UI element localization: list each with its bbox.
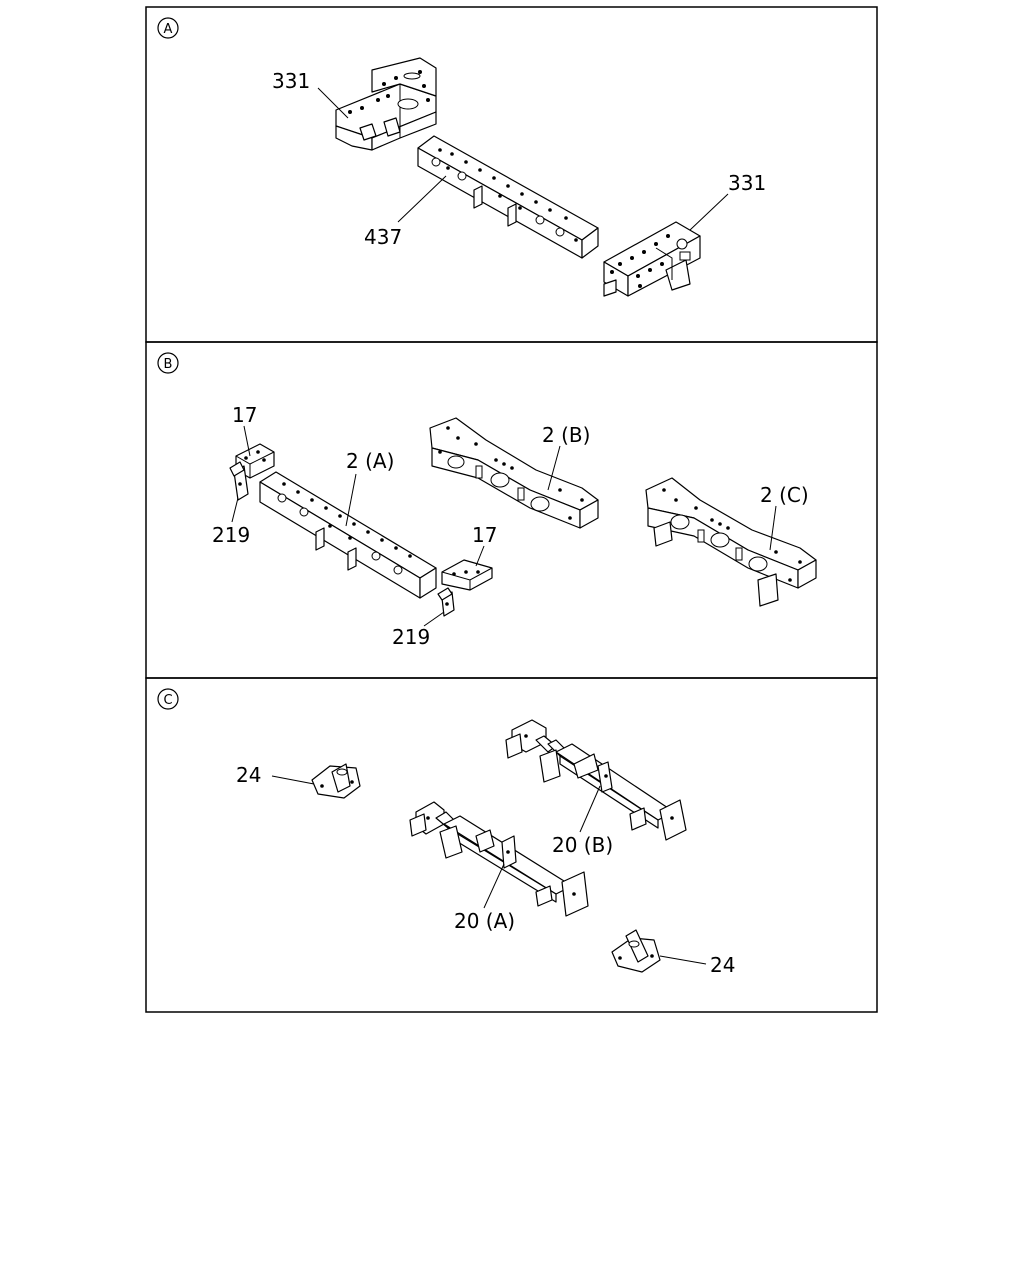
leader-437 [397,175,447,223]
leader-20a [483,863,505,909]
part-331-right [603,221,701,297]
part-219-left [229,461,249,501]
callout-219-left: 219 [212,523,250,547]
callout-331-left: 331 [272,69,310,93]
callout-2c: 2 (C) [760,483,809,507]
section-b-marker: B [157,352,179,374]
leader-219-right [423,611,445,627]
part-20b [505,719,687,841]
leader-2c [769,505,777,551]
callout-20b: 20 (B) [552,833,613,857]
section-c-frame [145,677,878,1013]
callout-17-left: 17 [232,403,257,427]
callout-24-right: 24 [710,953,735,977]
section-a-letter: A [164,22,173,37]
leader-219-left [231,497,239,523]
callout-2a: 2 (A) [346,449,394,473]
leader-331-right [689,193,729,231]
callout-17-right: 17 [472,523,497,547]
callout-219-right: 219 [392,625,430,649]
part-2a [259,471,437,599]
part-24-left [311,763,361,799]
leader-331-left [317,87,349,119]
leader-24-left [271,775,315,785]
part-17-right [441,559,493,591]
callout-20a: 20 (A) [454,909,515,933]
section-c-marker: C [157,688,179,710]
section-c-letter: C [163,693,172,708]
part-20a [409,801,589,917]
leader-17-left [243,425,251,457]
section-a-frame [145,6,878,343]
callout-437: 437 [364,225,402,249]
part-437 [417,135,599,259]
part-24-right [611,929,661,973]
part-331-left [335,57,437,151]
part-2b [429,417,599,529]
callout-331-right: 331 [728,171,766,195]
leader-24-right [659,955,707,965]
leader-20b [579,785,601,833]
section-a-marker: A [157,17,179,39]
section-b-frame [145,341,878,679]
part-219-right [437,587,455,617]
leader-2a [345,473,357,527]
part-2c [645,477,817,607]
callout-24-left: 24 [236,763,261,787]
callout-2b: 2 (B) [542,423,590,447]
leader-17-right [475,545,485,567]
leader-2b [547,445,561,491]
section-b-letter: B [164,357,173,372]
